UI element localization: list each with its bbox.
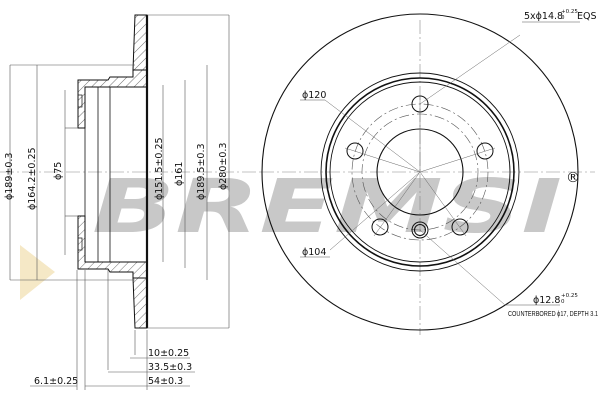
- accent-triangle: [20, 245, 55, 300]
- dim-189: ϕ189±0.3: [4, 153, 15, 200]
- outer-rim: [261, 13, 579, 331]
- bolt-holes-suffix: EQS: [577, 11, 597, 22]
- bore-label: ϕ104: [302, 247, 326, 258]
- bolt-holes-tol-upper: +0.25: [561, 9, 578, 15]
- dim-151-5: ϕ151.5±0.25: [154, 137, 165, 200]
- side-section-view: [0, 14, 260, 329]
- pcd-label: ϕ120: [302, 90, 326, 101]
- front-view: [260, 13, 595, 335]
- bolt-holes-label: 5xϕ14.8: [524, 11, 563, 22]
- locating-hole-tol-lower: 0: [561, 299, 565, 305]
- locating-hole-label: ϕ12.8: [533, 295, 560, 306]
- dim-6-1: 6.1±0.25: [34, 376, 78, 387]
- bolt-holes-tol-lower: 0: [561, 15, 565, 21]
- dim-33-5: 33.5±0.3: [148, 362, 192, 373]
- dim-75: ϕ75: [53, 162, 64, 180]
- counterbore-note: COUNTERBORED ϕ17, DEPTH 3.1: [508, 309, 598, 318]
- dim-164-2: ϕ164.2±0.25: [27, 147, 38, 210]
- locating-hole-outer: [411, 221, 429, 239]
- locating-hole-tol-upper: +0.25: [561, 293, 578, 299]
- side-horizontal-labels: 10±0.25 33.5±0.3 54±0.3 6.1±0.25: [34, 348, 192, 387]
- dim-161: ϕ161: [174, 162, 185, 186]
- registered-mark: ®: [566, 170, 580, 186]
- side-vertical-labels: ϕ189±0.3 ϕ164.2±0.25 ϕ75 ϕ151.5±0.25 ϕ16…: [4, 137, 229, 210]
- dim-54: 54±0.3: [148, 376, 183, 387]
- front-labels: 5xϕ14.8 +0.25 0 EQS ϕ120 ϕ104 ϕ12.8 +0.2…: [302, 9, 598, 318]
- front-leader-lines: [300, 21, 580, 306]
- side-dimension-lines: [9, 14, 230, 390]
- dim-280: ϕ280±0.3: [218, 143, 229, 190]
- dim-10: 10±0.25: [148, 348, 189, 359]
- locating-hole-inner: [414, 224, 426, 236]
- dim-189-5: ϕ189.5±0.3: [196, 143, 207, 200]
